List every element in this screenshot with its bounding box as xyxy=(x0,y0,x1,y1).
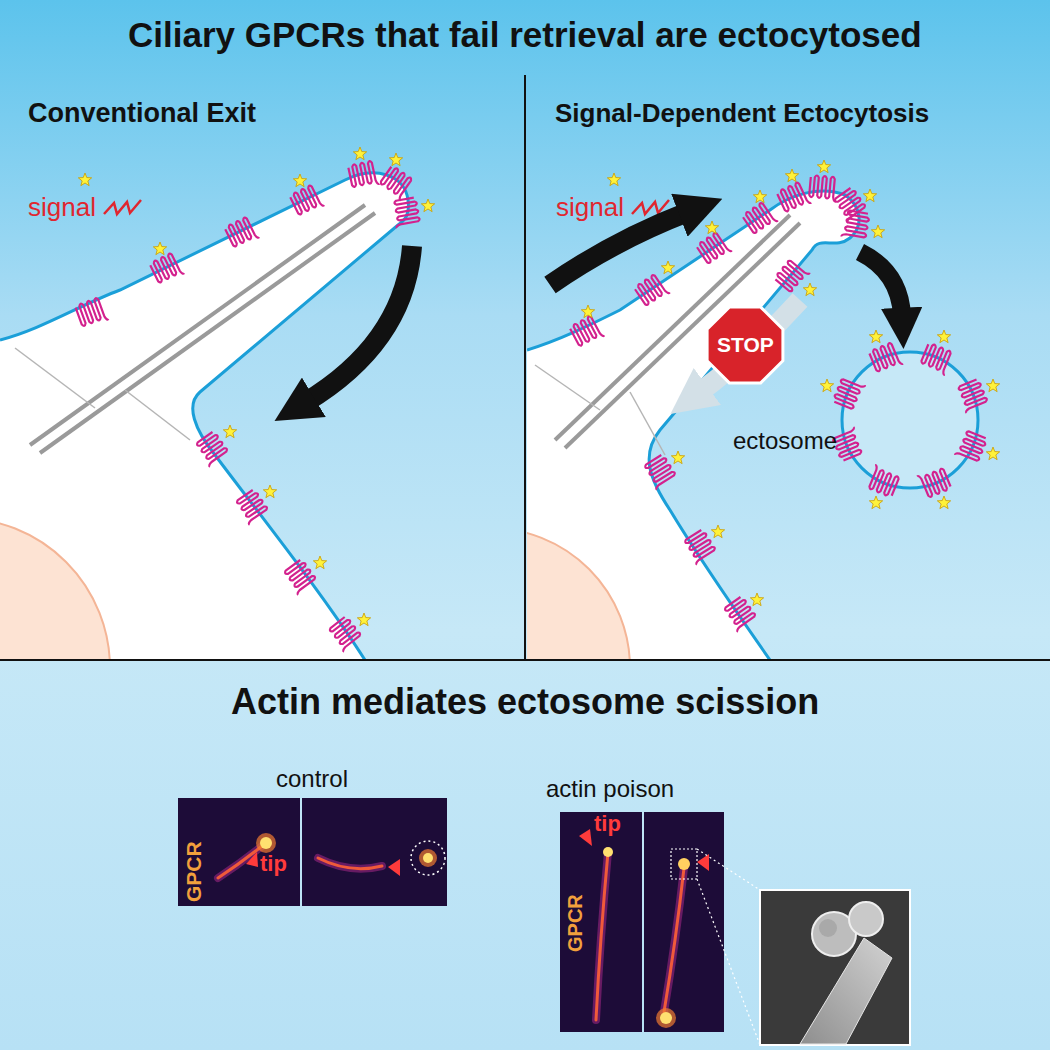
tip-label: tip xyxy=(260,852,287,876)
panel-divider xyxy=(524,75,526,660)
poison-micrograph: GPCR tip xyxy=(560,812,642,1032)
section-heading: Actin mediates ectosome scission xyxy=(231,682,819,722)
tip-label: tip xyxy=(594,812,621,836)
micrographs xyxy=(178,798,910,1045)
section-divider xyxy=(0,659,1050,661)
ectocytosis-panel: Signal-Dependent EctocytosisSTOP xyxy=(525,75,1050,660)
condition-label: actin poison xyxy=(546,776,674,802)
octagon-outline xyxy=(707,307,783,383)
ectosome-label: ectosome xyxy=(733,428,837,454)
conventional-exit-art xyxy=(0,147,435,660)
signal-label: signal xyxy=(556,193,624,222)
gpcr-label: GPCR xyxy=(182,841,205,902)
ectocytosis-art xyxy=(527,160,1000,660)
condition-label: control xyxy=(276,766,348,792)
panel-heading: Conventional Exit xyxy=(28,99,256,129)
gpcr-label: GPCR xyxy=(564,894,586,952)
figure-title: Ciliary GPCRs that fail retrieval are ec… xyxy=(128,16,922,55)
signal-label: signal xyxy=(28,193,96,222)
exit-panel: Conventional Exit xyxy=(0,75,525,660)
actin-band: Actin mediates ectosome scissionGPCRtipG… xyxy=(0,660,1050,1050)
stop-text: STOP xyxy=(717,333,774,356)
panel-heading: Signal-Dependent Ectocytosis xyxy=(555,99,929,128)
stop-sign: STOP xyxy=(703,303,787,387)
control-micrograph: GPCR tip xyxy=(178,798,300,906)
